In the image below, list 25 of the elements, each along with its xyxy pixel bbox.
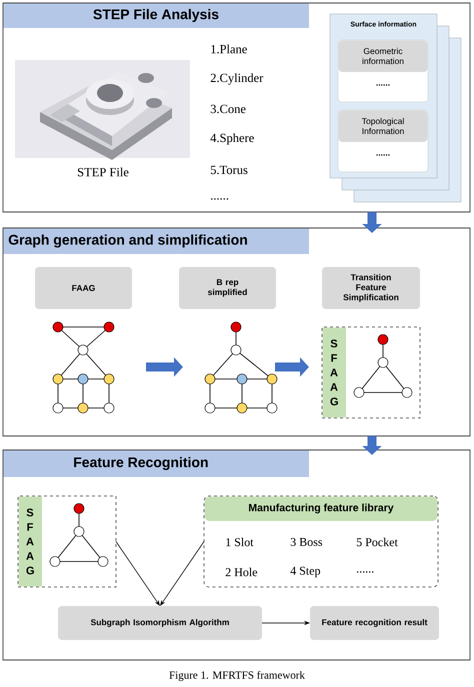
section-heading: Feature Recognition [4,450,309,477]
information-box: Topological Information ...... [338,110,428,172]
feature-library-box: Manufacturing feature library 1 Slot 3 Boss 5 Pocket 2 Hole 4 Step ...... [204,496,438,588]
process-box: Subgraph Isomorphism Algorithm [58,606,262,640]
process-box: Transition Feature Simplification [322,267,420,309]
label: 2.Cylinder [210,73,264,85]
process-box: B rep simplified [179,267,276,309]
graph-drawing [204,322,278,414]
section-heading: Graph generation and simplification [4,228,309,254]
arrow [160,541,204,606]
caption: Figure 1. MFRTFS framework [169,670,305,682]
graph-box: S F A A G [18,496,116,588]
process-box: FAAG [35,267,132,309]
label: 4.Sphere [210,133,254,145]
label: STEP File [78,168,128,176]
label: ...... [211,198,228,200]
label: 5.Torus [210,166,248,174]
section-heading: STEP File Analysis [4,4,309,28]
process-box: Feature recognition result [310,606,439,640]
arrow [116,541,160,606]
label: 1.Plane [211,44,247,54]
label: 3.Cone [210,104,246,114]
graph-box: S F A A G [322,326,420,418]
information-box: Geometric information ...... [338,40,428,102]
graph-drawing [52,322,114,414]
